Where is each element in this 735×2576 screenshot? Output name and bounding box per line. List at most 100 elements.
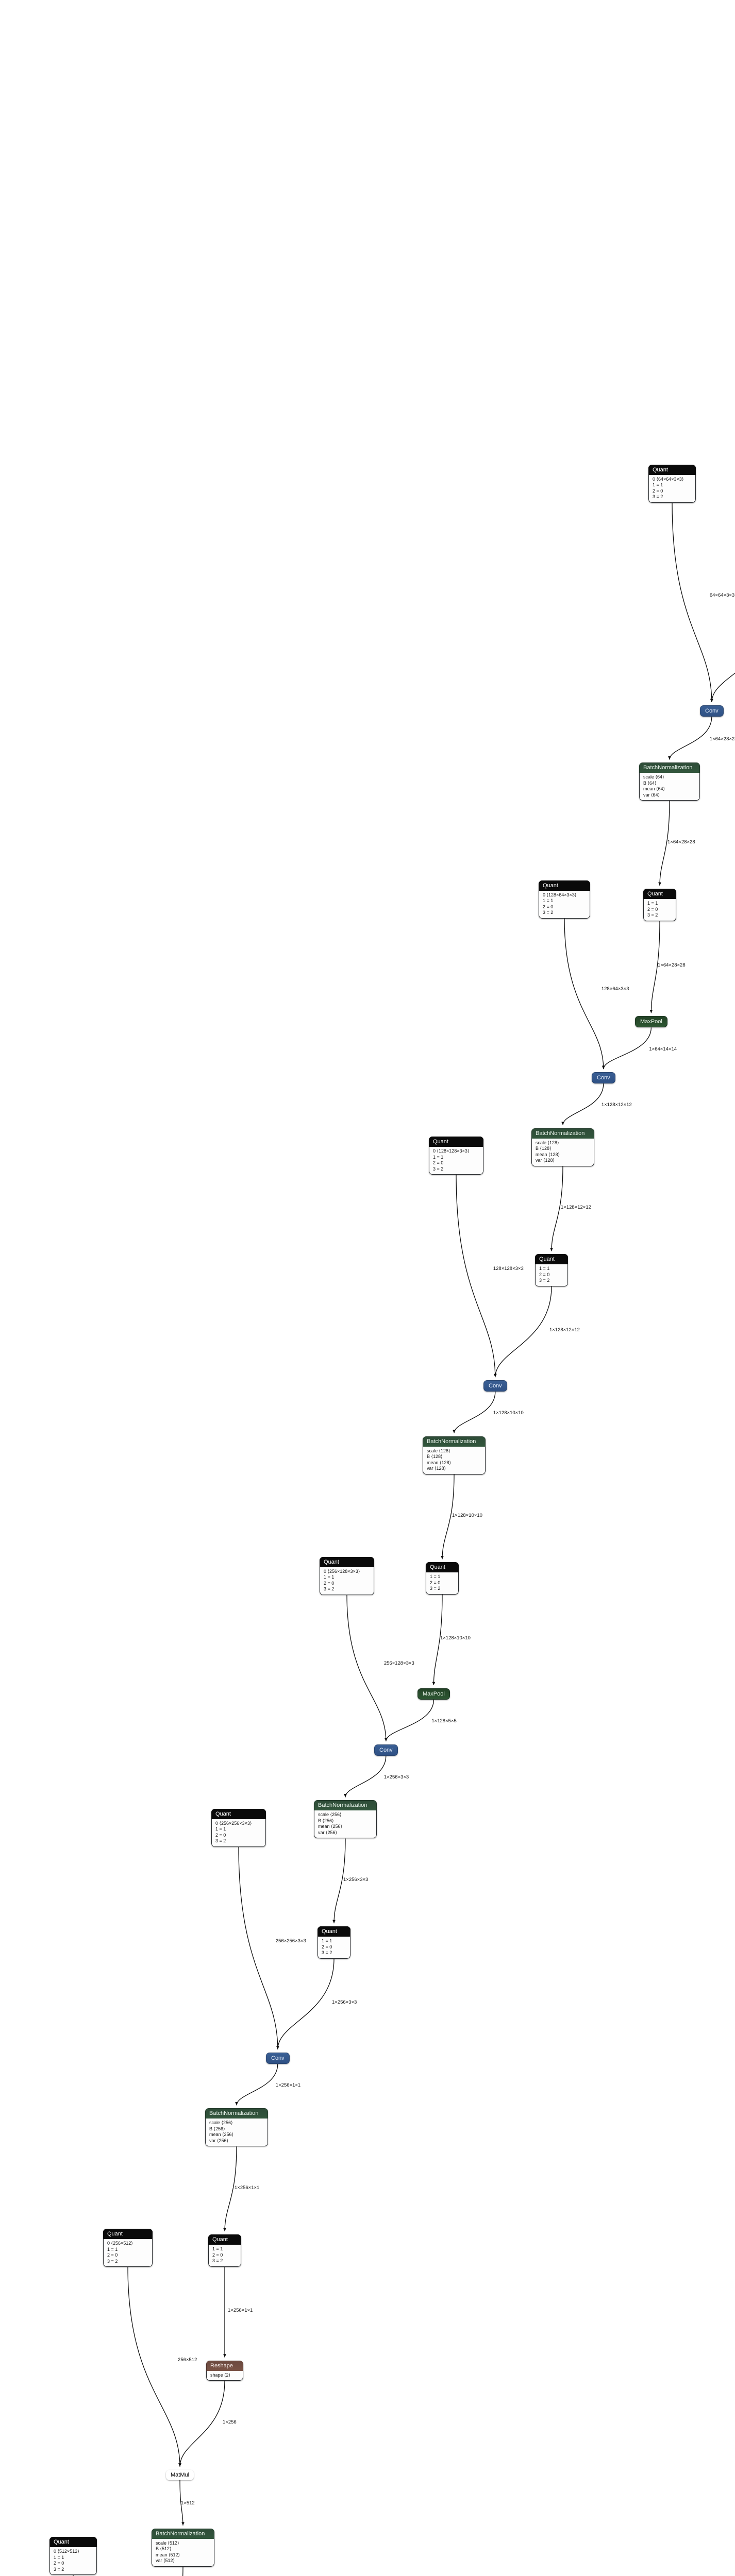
edge-label: 1×512: [181, 2500, 195, 2506]
node-header: Quant: [318, 1926, 350, 1937]
node-attribute-row: 3 = 2: [433, 1166, 444, 1172]
node-attribute-row: scale ⟨256⟩: [209, 2120, 233, 2126]
node-header: Quant: [320, 1556, 374, 1567]
graph-edge: [178, 2381, 225, 2467]
node-attribute-row: 3 = 2: [430, 1586, 441, 1591]
node-attribute-row: 2 = 0: [433, 1160, 444, 1166]
edge-label: 1×64×28×28: [667, 839, 695, 845]
node-attribute-row: 2 = 0: [430, 1580, 441, 1585]
node-label: MatMul: [171, 2471, 190, 2478]
edge-label: 1×256×3×3: [343, 1876, 369, 1883]
edge-label: 1×256×3×3: [383, 1774, 409, 1781]
node-header: Quant: [103, 2229, 153, 2240]
node-attribute-row: 0 ⟨128×128×3×3⟩: [433, 1148, 470, 1154]
op-node-maxpool[interactable]: MaxPool: [635, 1016, 667, 1028]
edge-label: 256×256×3×3: [275, 1938, 306, 1944]
node-attribute-row: scale ⟨512⟩: [156, 2540, 179, 2546]
node-attribute-row: 1 = 1: [539, 1266, 550, 1272]
node-header: Quant: [426, 1562, 459, 1573]
node-attribute-row: mean ⟨512⟩: [156, 2552, 180, 2557]
op-node-conv[interactable]: Conv: [266, 2052, 290, 2064]
node-attribute-row: 0 ⟨128×64×3×3⟩: [543, 892, 577, 897]
op-node-conv[interactable]: Conv: [700, 705, 724, 717]
edge-label: 1×128×10×10: [452, 1512, 482, 1518]
node-attribute-row: 0 ⟨256×512⟩: [107, 2241, 133, 2246]
node-attribute-row: B ⟨64⟩: [643, 780, 657, 786]
node-attribute-row: 2 = 0: [653, 488, 663, 494]
graph-edge: [602, 1027, 652, 1070]
node-attributes: scale ⟨256⟩B ⟨256⟩mean ⟨256⟩var ⟨256⟩: [205, 2119, 268, 2147]
op-node-conv[interactable]: Conv: [483, 1380, 507, 1392]
node-attribute-row: 2 = 0: [215, 1832, 226, 1838]
node-attribute-row: 0 ⟨512×512⟩: [54, 2549, 79, 2554]
node-header: BatchNormalization: [531, 1128, 594, 1139]
node-attribute-row: 1 = 1: [322, 1938, 332, 1944]
node-attributes: scale ⟨128⟩B ⟨128⟩mean ⟨128⟩var ⟨128⟩: [423, 1446, 486, 1475]
node-attribute-row: 1 = 1: [653, 482, 663, 487]
node-label: Conv: [597, 1075, 610, 1081]
edge-label: 1×128×12×12: [561, 1204, 591, 1210]
node-attribute-row: B ⟨128⟩: [427, 1454, 443, 1460]
node-header: Quant: [211, 1808, 266, 1819]
node-attribute-row: mean ⟨256⟩: [209, 2132, 234, 2138]
node-header: BatchNormalization: [152, 2528, 214, 2539]
node-header: BatchNormalization: [205, 2108, 268, 2119]
node-label: Conv: [489, 1383, 502, 1389]
graph-edge: [493, 1286, 552, 1378]
edge-label: 64×64×3×3: [709, 592, 735, 598]
node-attribute-row: 3 = 2: [322, 1950, 332, 1956]
node-attribute-row: scale ⟨256⟩: [318, 1812, 342, 1818]
node-header: BatchNormalization: [639, 762, 700, 773]
node-header: Reshape: [206, 2360, 243, 2371]
node-attribute-row: 2 = 0: [543, 904, 554, 909]
node-attribute-row: B ⟨256⟩: [318, 1818, 334, 1823]
node-attribute-row: 3 = 2: [653, 494, 663, 499]
node-attribute-row: B ⟨128⟩: [536, 1146, 552, 1151]
node-attribute-row: 1 = 1: [215, 1826, 226, 1832]
edge-label: 256×128×3×3: [383, 1660, 414, 1667]
node-header: Quant: [643, 889, 676, 900]
op-node-maxpool[interactable]: MaxPool: [417, 1688, 450, 1700]
node-attribute-row: 2 = 0: [54, 2561, 64, 2566]
node-attribute-row: scale ⟨64⟩: [643, 774, 664, 780]
node-header: Quant: [208, 2234, 241, 2245]
graph-edge: [710, 672, 735, 703]
node-attribute-row: 3 = 2: [212, 2258, 223, 2264]
node-attribute-row: 2 = 0: [324, 1580, 335, 1586]
edge-label: 1×64×28×28: [658, 962, 686, 969]
edge-label: 256×512: [178, 2357, 197, 2363]
node-attributes: scale ⟨512⟩B ⟨512⟩mean ⟨512⟩var ⟨512⟩: [152, 2538, 214, 2567]
node-attribute-row: mean ⟨256⟩: [318, 1824, 343, 1829]
node-attribute-row: 3 = 2: [107, 2258, 118, 2264]
op-node-matmul[interactable]: MatMul: [166, 2470, 194, 2480]
edge-label: 1×256×1×1: [235, 2184, 260, 2191]
graph-edge: [182, 2566, 183, 2576]
graph-edge: [276, 1958, 335, 2049]
node-attributes: scale ⟨64⟩B ⟨64⟩mean ⟨64⟩var ⟨64⟩: [639, 773, 700, 801]
node-attribute-row: 2 = 0: [322, 1944, 332, 1950]
op-node-conv[interactable]: Conv: [374, 1744, 398, 1756]
op-node-conv[interactable]: Conv: [592, 1072, 615, 1084]
